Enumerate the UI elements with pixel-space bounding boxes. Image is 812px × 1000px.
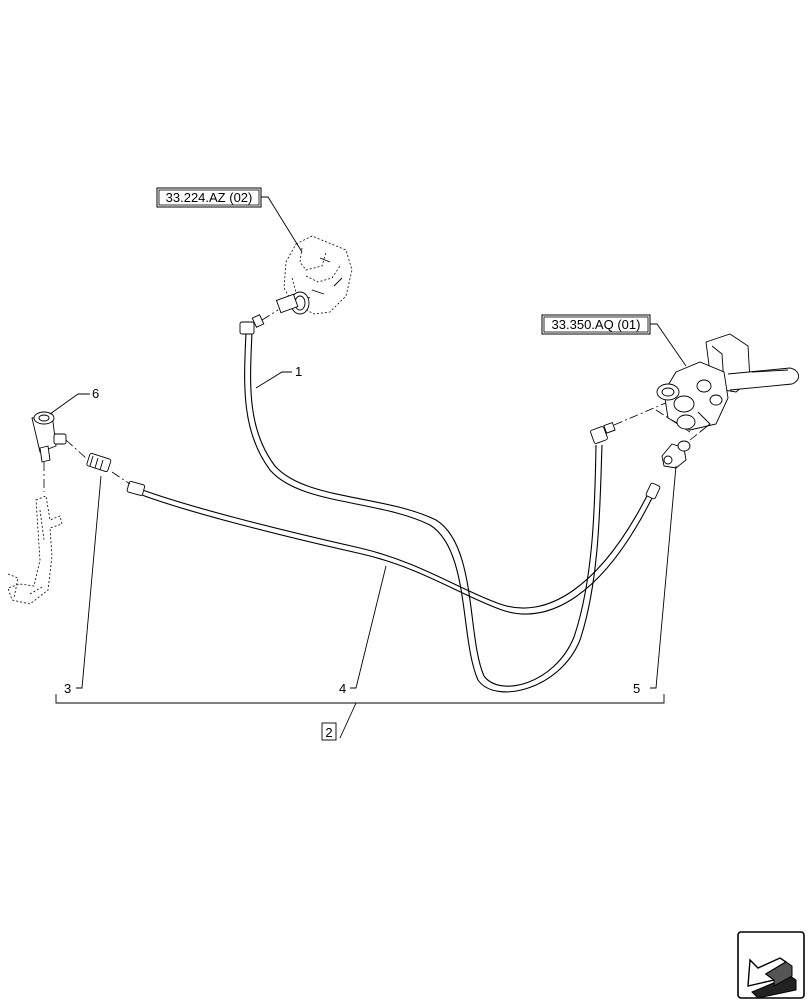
reference-label-control-valve: 33.350.AQ (01) — [552, 317, 641, 332]
hose-4[interactable] — [126, 481, 661, 615]
control-valve-assembly — [656, 333, 799, 433]
svg-text:2: 2 — [325, 725, 332, 740]
callout-6: 6 — [49, 386, 99, 415]
callout-4: 4 — [339, 565, 387, 696]
hose-1-fitting-right — [590, 421, 616, 444]
hose-1-fitting-top — [239, 314, 265, 335]
svg-text:5: 5 — [633, 681, 640, 696]
svg-text:4: 4 — [339, 681, 346, 696]
svg-text:6: 6 — [92, 386, 99, 401]
reference-box-control-valve[interactable]: 33.350.AQ (01) — [541, 314, 687, 367]
adapter-3 — [86, 452, 112, 472]
callout-1: 1 — [255, 364, 302, 389]
fitting-5 — [661, 440, 691, 469]
group-bracket-2: 2 — [55, 694, 665, 741]
valve-assembly-top — [275, 235, 353, 315]
callout-3: 3 — [64, 475, 102, 696]
svg-text:1: 1 — [295, 364, 302, 379]
hose-1[interactable] — [239, 314, 616, 693]
tee-fitting-6 — [31, 411, 67, 463]
reference-box-valve-top[interactable]: 33.224.AZ (02) — [156, 187, 303, 253]
ghosted-pipe-left — [7, 495, 63, 605]
callout-5: 5 — [633, 465, 677, 696]
reference-label-valve-top: 33.224.AZ (02) — [166, 190, 253, 205]
next-page-arrow-icon[interactable] — [737, 931, 805, 999]
svg-text:3: 3 — [64, 681, 71, 696]
